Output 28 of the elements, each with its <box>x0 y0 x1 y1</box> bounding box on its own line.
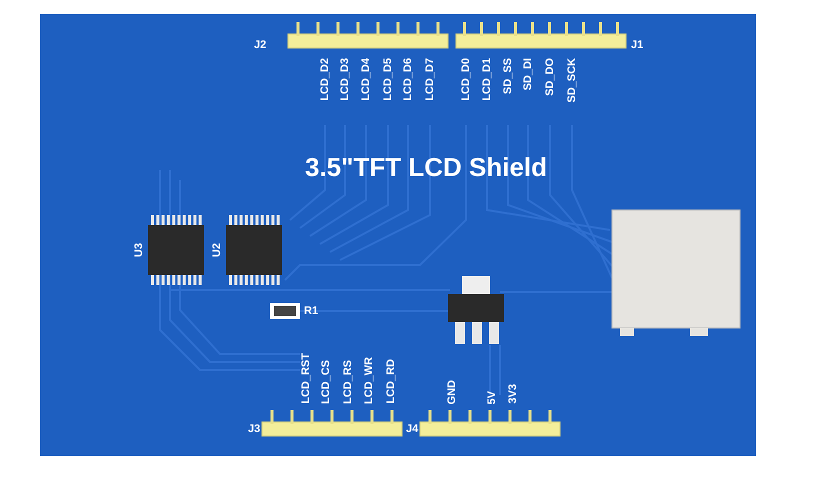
pin-label: LCD_D7 <box>425 58 436 101</box>
component-label: R1 <box>304 306 318 317</box>
pin-label: LCD_WR <box>364 356 375 404</box>
connector-label: J1 <box>631 40 644 51</box>
connector-label: J3 <box>248 424 260 435</box>
pin-label: LCD_D5 <box>383 58 394 101</box>
pin-label: LCD_D3 <box>340 58 351 101</box>
pin-label: LCD_D4 <box>361 58 372 101</box>
component-label: U2 <box>212 243 223 258</box>
pin-label: SD_DI <box>523 58 534 90</box>
pin-label: LCD_RD <box>386 359 397 404</box>
connector-label: J4 <box>406 424 418 435</box>
pin-label: LCD_D1 <box>482 58 493 101</box>
pin-label: SD_SCK <box>567 58 578 103</box>
pin-label: LCD_CS <box>321 360 332 404</box>
pin-label: 3V3 <box>508 384 519 404</box>
pin-label: SD_DO <box>545 58 556 96</box>
pin-label: LCD_RS <box>343 360 354 404</box>
pin-label: LCD_D6 <box>403 58 414 101</box>
component-label: U3 <box>134 243 145 258</box>
pin-label: GND <box>447 380 458 404</box>
board-title: 3.5"TFT LCD Shield <box>305 152 548 183</box>
connector-label: J2 <box>254 40 266 51</box>
pin-label: LCD_D0 <box>461 58 472 101</box>
pin-label: LCD_RST <box>301 353 312 404</box>
pin-label: SD_SS <box>503 58 514 94</box>
pin-label: LCD_D2 <box>320 58 331 101</box>
pin-label: 5V <box>487 390 498 404</box>
